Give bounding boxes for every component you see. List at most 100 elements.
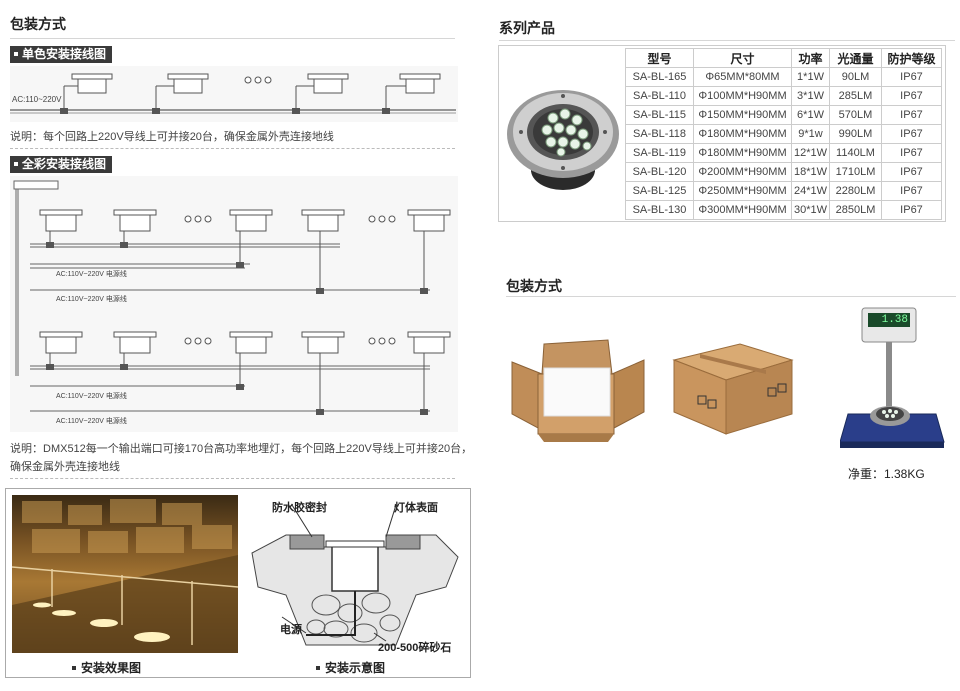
full-ac-label-4: AC:110V~220V 电源线 [56, 416, 127, 425]
cell-model: SA-BL-165 [625, 67, 694, 87]
cell-flux: 1710LM [829, 162, 882, 182]
mono-wiring-svg: AC:110~220V [10, 73, 456, 114]
label-waterproof-seal: 防水胶密封 [272, 502, 327, 514]
cell-size: Φ150MM*H90MM [693, 105, 792, 125]
full-color-wiring-heading-text: 全彩安装接线图 [22, 157, 107, 171]
cell-flux: 990LM [829, 124, 882, 144]
mono-ac-label: AC:110~220V [12, 95, 62, 104]
installation-schematic-svg [251, 504, 459, 646]
installation-schematic: 防水胶密封 灯体表面 电源 200-500碎砂石 [246, 495, 466, 654]
packing-method-title: 包装方式 [10, 16, 66, 32]
cell-ip: IP67 [881, 105, 942, 125]
cell-size: Φ100MM*H90MM [693, 86, 792, 106]
underground-lamp-svg [507, 90, 619, 190]
cell-model: SA-BL-115 [625, 105, 694, 125]
mono-wiring-diagram: AC:110~220V [10, 66, 458, 122]
cell-flux: 570LM [829, 105, 882, 125]
cell-flux: 285LM [829, 86, 882, 106]
series-products-title: 系列产品 [499, 20, 555, 36]
bullet-square-icon [14, 161, 18, 166]
cell-size: Φ250MM*H90MM [693, 181, 792, 201]
cell-ip: IP67 [881, 67, 942, 87]
cell-model: SA-BL-120 [625, 162, 694, 182]
weighing-scale-photo: 1.38 [839, 304, 950, 456]
cell-model: SA-BL-130 [625, 200, 694, 220]
title-divider [506, 296, 956, 297]
packing-method-title-right: 包装方式 [506, 278, 562, 294]
full-color-wiring-heading: 全彩安装接线图 [10, 156, 113, 173]
installation-effect-caption: 安装效果图 [72, 659, 141, 676]
cell-size: Φ65MM*80MM [693, 67, 792, 87]
header-flux: 光通量 [829, 48, 882, 68]
cell-size: Φ180MM*H90MM [693, 143, 792, 163]
header-ip-rating: 防护等级 [881, 48, 942, 68]
full-ac-label-3: AC:110V~220V 电源线 [56, 391, 127, 400]
effect-photo-svg [11, 499, 239, 653]
full-color-note-line1: 说明：DMX512每一个输出端口可接170台高功率地埋灯，每个回路上220V导线… [10, 443, 473, 455]
cell-power: 9*1w [791, 124, 830, 144]
cell-ip: IP67 [881, 143, 942, 163]
bullet-square-icon [72, 665, 76, 670]
cell-power: 30*1W [791, 200, 830, 220]
full-color-wiring-svg: AC:110V~220V 电源线 AC:110V~220V 电源线 AC:110… [13, 180, 451, 425]
installation-diagram-caption-text: 安装示意图 [325, 661, 386, 675]
cell-size: Φ200MM*H90MM [693, 162, 792, 182]
closed-box-photo [668, 340, 796, 436]
cell-ip: IP67 [881, 181, 942, 201]
installation-diagram-caption: 安装示意图 [316, 659, 385, 676]
mono-wiring-heading: 单色安装接线图 [10, 46, 113, 63]
cell-power: 18*1W [791, 162, 830, 182]
dashed-divider [10, 148, 455, 149]
full-ac-label-1: AC:110V~220V 电源线 [56, 269, 127, 278]
header-power: 功率 [791, 48, 830, 68]
open-box-photo [508, 338, 648, 442]
mono-wiring-heading-text: 单色安装接线图 [22, 47, 107, 61]
cell-model: SA-BL-118 [625, 124, 694, 144]
net-weight-label: 净重：1.38KG [848, 467, 925, 481]
label-gravel: 200-500碎砂石 [378, 642, 452, 654]
product-image [503, 50, 625, 218]
dashed-divider [10, 478, 455, 479]
cell-power: 1*1W [791, 67, 830, 87]
cell-model: SA-BL-125 [625, 181, 694, 201]
full-ac-label-2: AC:110V~220V 电源线 [56, 294, 127, 303]
weighing-scale-svg [839, 307, 945, 448]
header-model: 型号 [625, 48, 694, 68]
spec-header-row: 型号 尺寸 功率 光通量 防护等级 [625, 48, 942, 68]
cell-size: Φ180MM*H90MM [693, 124, 792, 144]
bullet-square-icon [316, 665, 320, 670]
cell-flux: 1140LM [829, 143, 882, 163]
cell-ip: IP67 [881, 86, 942, 106]
cell-model: SA-BL-110 [625, 86, 694, 106]
cell-power: 24*1W [791, 181, 830, 201]
bullet-square-icon [14, 51, 18, 56]
open-box-svg [511, 339, 645, 442]
closed-box-svg [672, 343, 794, 435]
installation-effect-caption-text: 安装效果图 [81, 661, 142, 675]
installation-effect-photo [11, 495, 239, 653]
full-color-wiring-diagram: AC:110V~220V 电源线 AC:110V~220V 电源线 AC:110… [10, 176, 458, 432]
cell-power: 12*1W [791, 143, 830, 163]
scale-display-reading: 1.38 [881, 314, 908, 326]
cell-power: 3*1W [791, 86, 830, 106]
cell-ip: IP67 [881, 200, 942, 220]
header-size: 尺寸 [693, 48, 792, 68]
installation-panel: 安装效果图 防水胶密封 灯体表面 电源 200-500碎砂石 安装示 [5, 488, 471, 678]
cell-flux: 2280LM [829, 181, 882, 201]
cell-flux: 90LM [829, 67, 882, 87]
title-divider [10, 38, 455, 39]
full-color-note-line2: 确保金属外壳连接地线 [10, 461, 120, 473]
cell-ip: IP67 [881, 162, 942, 182]
cell-ip: IP67 [881, 124, 942, 144]
label-power-source: 电源 [280, 624, 302, 636]
